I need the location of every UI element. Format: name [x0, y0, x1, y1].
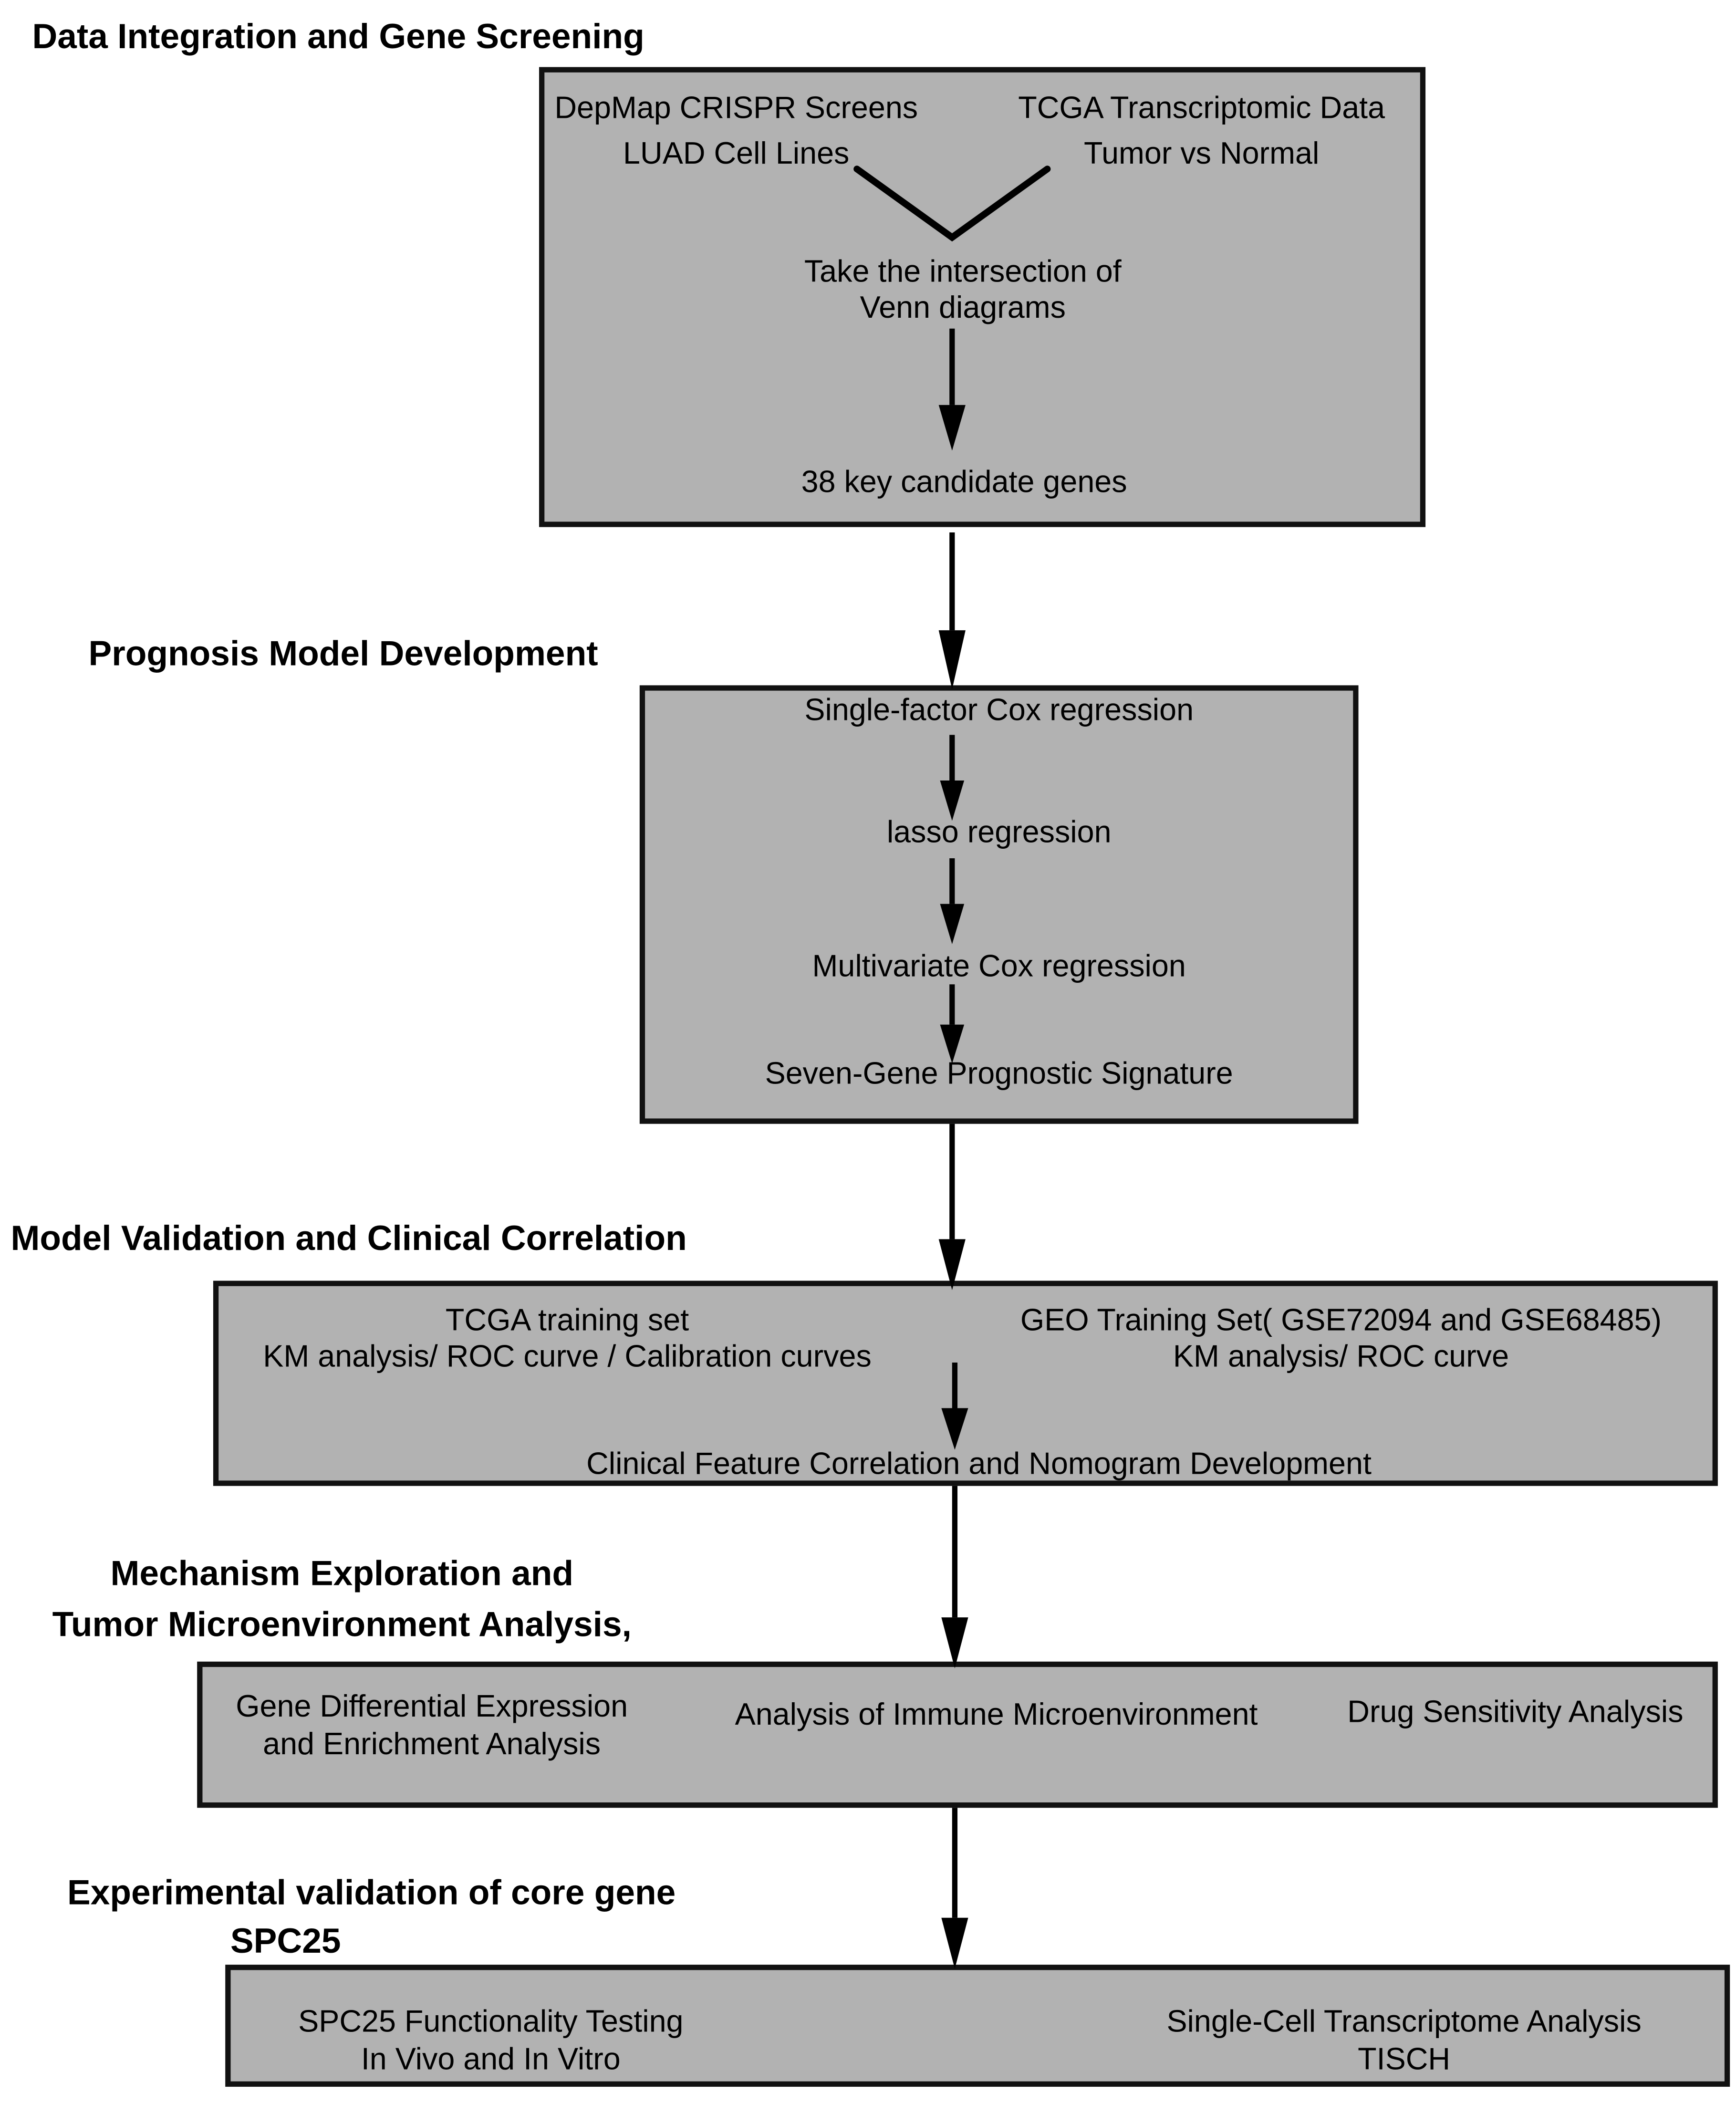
box1-source-tcga: TCGA Transcriptomic Data Tumor vs Normal	[974, 84, 1430, 176]
box4-differential-expression-line2: and Enrichment Analysis	[263, 1726, 601, 1761]
section-title-experimental-validation: Experimental validation of core gene	[67, 1872, 676, 1913]
stage-box-data-integration	[539, 67, 1426, 527]
down-arrow-icon	[938, 532, 966, 689]
box2-step-lasso: lasso regression	[886, 814, 1112, 849]
down-arrow-icon	[938, 1124, 966, 1291]
box1-merge-line1: Take the intersection of	[804, 253, 1122, 289]
box4-drug-sensitivity: Drug Sensitivity Analysis	[1347, 1694, 1684, 1729]
box5-single-cell-line2: TISCH	[1358, 2041, 1451, 2076]
down-arrow-icon	[941, 1486, 968, 1668]
box4-differential-expression-line1: Gene Differential Expression	[236, 1688, 628, 1724]
section-title-mechanism-line1: Mechanism Exploration and	[110, 1553, 574, 1593]
box4-immune-microenvironment: Analysis of Immune Microenvironment	[735, 1696, 1258, 1732]
box5-spc25-functionality: SPC25 Functionality Testing In Vivo and …	[223, 2002, 759, 2077]
box3-geo-training-line1: GEO Training Set( GSE72094 and GSE68485)	[1020, 1302, 1662, 1337]
box5-spc25-functionality-line2: In Vivo and In Vitro	[361, 2041, 621, 2076]
down-arrow-icon	[941, 1808, 968, 1969]
box2-step-multivariate-cox: Multivariate Cox regression	[812, 948, 1186, 983]
box1-source-tcga-line1: TCGA Transcriptomic Data	[1018, 90, 1385, 125]
box5-single-cell-tisch: Single-Cell Transcriptome Analysis TISCH	[1096, 2002, 1713, 2077]
section-title-mechanism-line2: Tumor Microenvironment Analysis,	[52, 1603, 632, 1645]
box3-tcga-training-line2: KM analysis/ ROC curve / Calibration cur…	[263, 1338, 872, 1374]
box5-single-cell-line1: Single-Cell Transcriptome Analysis	[1166, 2003, 1642, 2039]
box1-source-tcga-line2: Tumor vs Normal	[1083, 135, 1320, 170]
box1-result-label: 38 key candidate genes	[801, 464, 1127, 499]
section-title-data-integration: Data Integration and Gene Screening	[32, 16, 645, 57]
box3-tcga-training: TCGA training set KM analysis/ ROC curve…	[192, 1302, 943, 1374]
box3-nomogram-label: Clinical Feature Correlation and Nomogra…	[586, 1446, 1372, 1481]
box3-tcga-training-line1: TCGA training set	[445, 1302, 689, 1337]
box3-geo-training: GEO Training Set( GSE72094 and GSE68485)…	[952, 1302, 1730, 1374]
box1-source-depmap-line1: DepMap CRISPR Screens	[554, 90, 918, 125]
box1-merge-label: Take the intersection of Venn diagrams	[735, 253, 1191, 326]
box5-spc25-functionality-line1: SPC25 Functionality Testing	[298, 2003, 684, 2039]
box1-source-depmap: DepMap CRISPR Screens LUAD Cell Lines	[535, 84, 937, 176]
section-title-prognosis-model: Prognosis Model Development	[88, 633, 598, 674]
stage-box-model-validation	[213, 1281, 1718, 1486]
section-title-mechanism-exploration: Mechanism Exploration and Tumor Microenv…	[0, 1548, 684, 1650]
box2-step-seven-gene-signature: Seven-Gene Prognostic Signature	[765, 1055, 1233, 1091]
stage-box-experimental-validation	[225, 1965, 1730, 2087]
box4-differential-expression: Gene Differential Expression and Enrichm…	[164, 1687, 700, 1762]
stage-box-prognosis-model	[639, 685, 1359, 1124]
box1-merge-line2: Venn diagrams	[860, 290, 1066, 325]
box3-geo-training-line2: KM analysis/ ROC curve	[1173, 1338, 1509, 1374]
box2-step-single-factor-cox: Single-factor Cox regression	[804, 692, 1194, 727]
box1-source-depmap-line2: LUAD Cell Lines	[623, 135, 850, 170]
section-title-model-validation: Model Validation and Clinical Correlatio…	[10, 1218, 687, 1258]
section-title-spc25: SPC25	[230, 1920, 341, 1961]
